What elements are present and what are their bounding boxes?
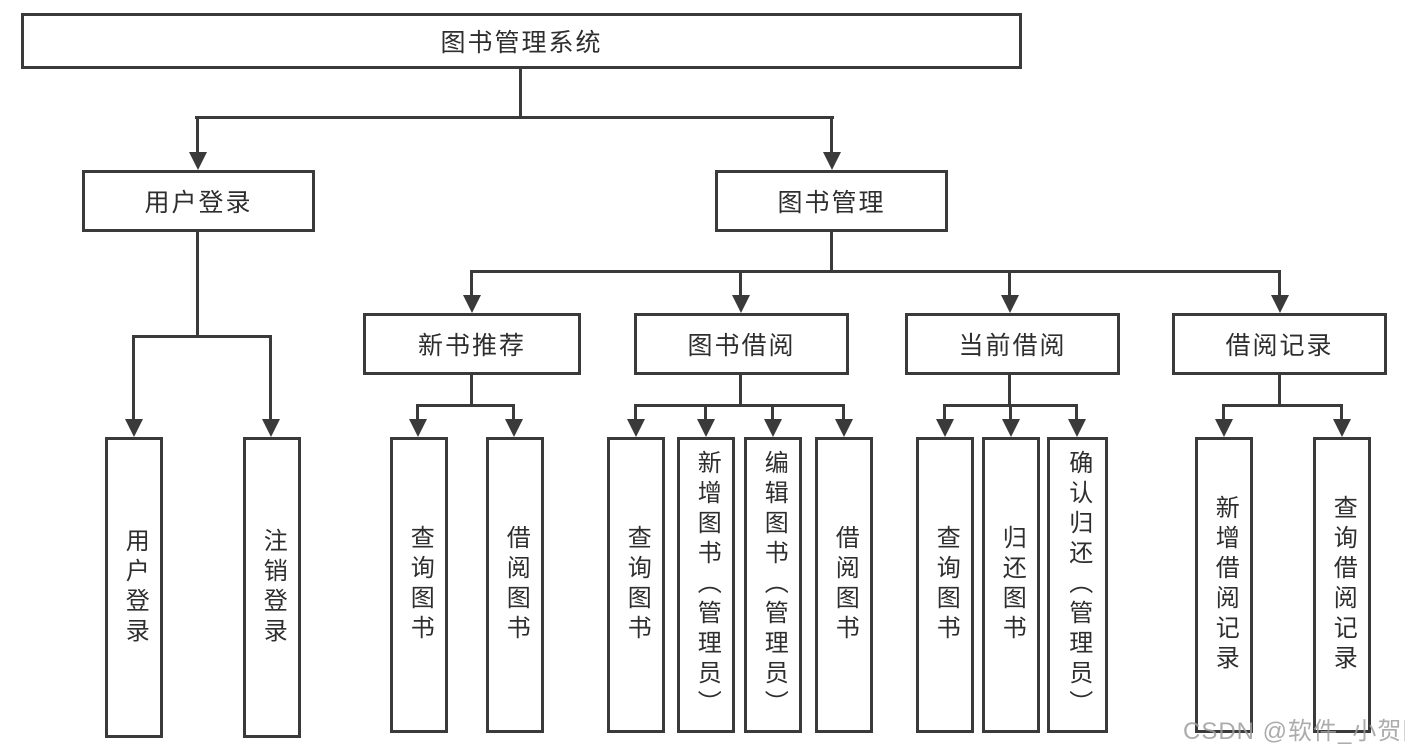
arrowhead-down-icon <box>697 419 715 437</box>
node-label: 借阅图书 <box>502 525 530 645</box>
arrowhead-down-icon <box>409 419 427 437</box>
arrowhead-down-icon <box>125 419 143 437</box>
node-current-query-books: 查询图书 <box>916 437 974 733</box>
connector-hline <box>132 335 272 338</box>
arrowhead-down-icon <box>505 419 523 437</box>
arrow-shaft <box>1278 273 1281 298</box>
node-current-return-books: 归还图书 <box>982 437 1040 733</box>
arrowhead-down-icon <box>936 419 954 437</box>
node-current-borrowing: 当前借阅 <box>905 313 1120 375</box>
node-book-borrowing: 图书借阅 <box>634 313 849 375</box>
node-label: 确认归还（管理员） <box>1064 450 1092 720</box>
arrow-shaft <box>132 338 135 422</box>
node-label: 新增图书（管理员） <box>693 450 721 720</box>
node-label: 新书推荐 <box>417 332 526 360</box>
arrow-shaft <box>830 119 833 155</box>
node-user-login: 用户登录 <box>82 170 315 232</box>
connector-hline <box>943 404 1078 407</box>
arrowhead-down-icon <box>627 419 645 437</box>
node-new-book-recommend: 新书推荐 <box>363 313 581 375</box>
node-label: 借阅记录 <box>1225 332 1334 360</box>
node-label: 编辑图书（管理员） <box>760 450 788 720</box>
node-label: 新增借阅记录 <box>1211 495 1239 675</box>
arrowhead-down-icon <box>463 295 481 313</box>
arrow-shaft <box>470 273 473 298</box>
node-label: 查询图书 <box>623 525 651 645</box>
arrow-shaft <box>704 407 707 422</box>
arrow-shaft <box>634 407 637 422</box>
arrow-shaft <box>739 273 742 298</box>
connector-vline <box>470 375 473 407</box>
arrow-shaft <box>196 119 199 155</box>
watermark-csdn: CSDN @软件_小贺同学 <box>1183 718 1405 745</box>
node-user-login-action: 用户登录 <box>105 437 163 738</box>
arrow-shaft <box>943 407 946 422</box>
node-label: 当前借阅 <box>958 332 1067 360</box>
arrowhead-down-icon <box>732 295 750 313</box>
arrowhead-down-icon <box>1002 419 1020 437</box>
connector-vline <box>1278 375 1281 407</box>
node-label: 注销登录 <box>259 527 287 648</box>
arrow-shaft <box>1222 407 1225 422</box>
arrowhead-down-icon <box>764 419 782 437</box>
arrowhead-down-icon <box>1001 295 1019 313</box>
node-label: 用户登录 <box>144 189 253 217</box>
node-label: 查询图书 <box>932 525 960 645</box>
arrow-shaft <box>842 407 845 422</box>
arrow-shaft <box>1075 407 1078 422</box>
arrow-shaft <box>1009 407 1012 422</box>
node-borrowing-query-books: 查询图书 <box>607 437 665 733</box>
connector-hline <box>634 404 845 407</box>
node-label: 图书管理系统 <box>440 29 603 57</box>
node-borrowing-edit-books-admin: 编辑图书（管理员） <box>744 437 802 733</box>
node-current-confirm-return-admin: 确认归还（管理员） <box>1047 437 1108 733</box>
arrowhead-down-icon <box>1215 419 1233 437</box>
arrowhead-down-icon <box>1068 419 1086 437</box>
arrow-shaft <box>1340 407 1343 422</box>
connector-vline <box>519 69 522 119</box>
node-label: 借阅图书 <box>831 525 859 645</box>
node-label: 归还图书 <box>998 525 1026 645</box>
connector-hline <box>470 270 1281 273</box>
node-borrowing-records: 借阅记录 <box>1172 313 1387 375</box>
node-recommend-query-books: 查询图书 <box>390 437 448 733</box>
arrowhead-down-icon <box>1271 295 1289 313</box>
node-records-add-record: 新增借阅记录 <box>1195 437 1253 733</box>
node-logout: 注销登录 <box>243 437 301 738</box>
arrow-shaft <box>512 407 515 422</box>
arrow-shaft <box>416 407 419 422</box>
connector-vline <box>830 232 833 273</box>
arrowhead-down-icon <box>835 419 853 437</box>
arrow-shaft <box>1008 273 1011 298</box>
node-recommend-borrow-books: 借阅图书 <box>486 437 544 733</box>
node-label: 查询图书 <box>406 525 434 645</box>
connector-hline <box>195 116 834 119</box>
node-book-management: 图书管理 <box>715 170 948 232</box>
connector-vline <box>1008 375 1011 407</box>
node-borrowing-borrow-books: 借阅图书 <box>815 437 873 733</box>
node-label: 查询借阅记录 <box>1329 495 1357 675</box>
node-label: 图书借阅 <box>687 332 796 360</box>
connector-vline <box>739 375 742 407</box>
node-records-query-record: 查询借阅记录 <box>1313 437 1371 733</box>
arrowhead-down-icon <box>1333 419 1351 437</box>
connector-hline <box>416 404 515 407</box>
arrow-shaft <box>269 338 272 422</box>
arrowhead-down-icon <box>823 152 841 170</box>
connector-hline <box>1222 404 1343 407</box>
arrowhead-down-icon <box>262 419 280 437</box>
node-label: 图书管理 <box>777 189 886 217</box>
node-label: 用户登录 <box>121 527 149 648</box>
connector-vline <box>196 232 199 338</box>
arrow-shaft <box>771 407 774 422</box>
node-library-management-system: 图书管理系统 <box>21 13 1022 69</box>
node-borrowing-add-books-admin: 新增图书（管理员） <box>677 437 735 733</box>
arrowhead-down-icon <box>189 152 207 170</box>
